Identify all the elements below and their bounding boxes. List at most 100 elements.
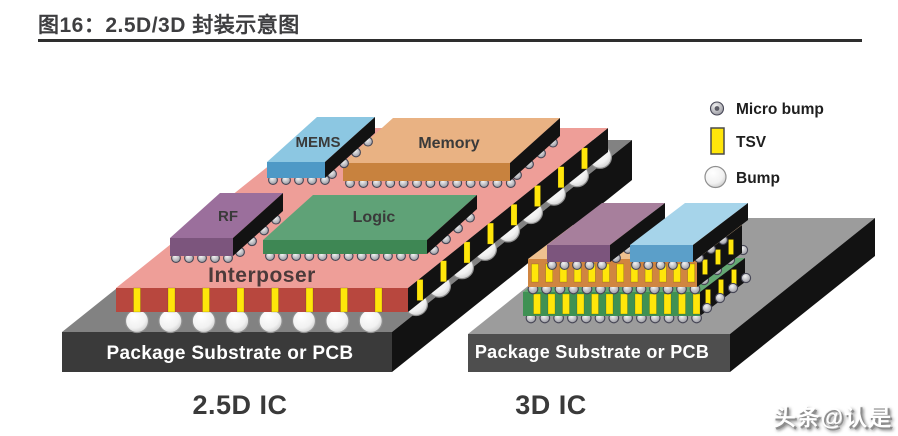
- micro-bump: [727, 282, 739, 294]
- figure-title: 图16：2.5D/3D 封装示意图: [38, 14, 300, 37]
- tsv: [271, 287, 279, 313]
- micro-bump: [714, 292, 726, 304]
- tsv: [728, 239, 734, 255]
- tsv: [236, 287, 245, 313]
- memory-right-face: [510, 118, 560, 181]
- legend: Micro bump TSV Bump: [704, 101, 824, 189]
- legend-bump: Bump: [704, 165, 780, 189]
- tsv: [591, 293, 599, 315]
- tsv: [167, 287, 176, 313]
- rf-label: RF: [218, 208, 238, 225]
- tsv: [531, 263, 539, 283]
- bump: [291, 308, 317, 334]
- tsv: [510, 204, 518, 226]
- tsv: [620, 293, 628, 315]
- tsv: [718, 279, 724, 295]
- caption-2_5d-ic: 2.5D IC: [192, 390, 287, 420]
- tsv: [562, 293, 570, 315]
- tsv: [687, 263, 696, 283]
- tsv: [557, 166, 565, 188]
- mems-right-face: [325, 117, 375, 178]
- tsv: [731, 269, 737, 285]
- memory-top-face: [343, 118, 560, 163]
- chip-purple: [547, 203, 665, 270]
- tsv: [616, 263, 625, 283]
- watermark: 头条@认是: [772, 404, 892, 430]
- bump: [158, 308, 183, 334]
- logic-top-face: [263, 195, 477, 240]
- blue-microbump-row: [631, 260, 691, 270]
- legend-micro-bump: Micro bump: [709, 101, 824, 118]
- logic-front-face: [263, 240, 427, 254]
- tsv: [463, 241, 471, 264]
- chip-memory: Memory: [343, 118, 560, 188]
- tsv: [715, 249, 721, 265]
- substrate-front-face: [62, 332, 392, 372]
- purple-top-face: [547, 203, 665, 245]
- bump-icon: [704, 165, 727, 189]
- bump: [191, 308, 216, 334]
- tsv: [547, 293, 556, 315]
- chip-rf: RF: [170, 193, 283, 263]
- caption-3d-ic: 3D IC: [515, 390, 587, 420]
- rf-front-face: [170, 238, 233, 256]
- tsv: [663, 293, 672, 315]
- micro-bump: [701, 302, 713, 314]
- tsv-icon: [710, 127, 725, 155]
- substrate-front-face: [468, 334, 730, 372]
- legend-tsv: TSV: [710, 127, 767, 155]
- tsv: [340, 287, 348, 313]
- bump: [124, 308, 150, 334]
- interposer-front-tsv-row: [133, 287, 383, 313]
- tsv: [533, 293, 541, 315]
- logic-microbump-diagonal: [429, 212, 475, 255]
- substrate-label: Package Substrate or PCB: [475, 342, 709, 362]
- purple-front-face: [547, 245, 610, 262]
- tsv: [416, 279, 424, 301]
- orange-right-tsv-row: [702, 239, 734, 275]
- tsv: [202, 287, 210, 313]
- interposer-front-face: [116, 288, 408, 312]
- blue-right-face: [693, 203, 748, 262]
- purple-right-face: [610, 203, 665, 262]
- tsv: [705, 289, 711, 305]
- package-2_5d: Package Substrate or PCB Interposer Memo…: [62, 117, 632, 372]
- blue-front-face: [630, 245, 693, 262]
- interposer-label: Interposer: [208, 264, 316, 287]
- chip-blue: [630, 203, 748, 270]
- tsv: [581, 147, 588, 170]
- rf-top-face: [170, 193, 283, 238]
- title-rule: [38, 39, 862, 42]
- logic-label: Logic: [353, 209, 396, 226]
- mems-front-face: [267, 162, 325, 178]
- green-microbump-diagonal: [701, 272, 752, 314]
- chip-mems: MEMS: [267, 117, 375, 185]
- mems-top-face: [267, 117, 375, 162]
- mems-label: MEMS: [296, 134, 341, 151]
- logic-right-face: [427, 195, 477, 254]
- substrate-right-face: [730, 218, 875, 372]
- green-front-tsv-row: [533, 293, 701, 315]
- tsv: [133, 287, 141, 313]
- legend-bump-label: Bump: [736, 170, 780, 187]
- substrate-label: Package Substrate or PCB: [107, 343, 354, 364]
- tsv: [576, 293, 585, 315]
- tsv: [305, 287, 314, 313]
- tsv: [374, 287, 383, 313]
- memory-label: Memory: [418, 135, 479, 152]
- chip-logic: Logic: [263, 195, 477, 261]
- bump: [358, 308, 383, 334]
- orange-front-tsv-row: [531, 263, 696, 283]
- interposer-right-tsv-row: [416, 147, 588, 301]
- substrate-right-face: [392, 140, 632, 372]
- memory-front-face: [343, 163, 510, 181]
- tsv: [440, 260, 447, 283]
- micro-bump-icon-center: [714, 106, 720, 111]
- blue-top-face: [630, 203, 748, 245]
- bump: [225, 308, 250, 334]
- tsv: [692, 293, 701, 315]
- micro-bump: [740, 272, 752, 284]
- package-3d: Package Substrate or PCB: [468, 203, 875, 372]
